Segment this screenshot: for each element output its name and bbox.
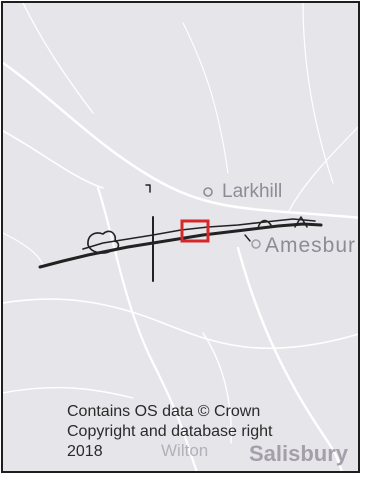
place-label-wilton: Wilton xyxy=(161,441,209,460)
route-track xyxy=(38,184,323,282)
road xyxy=(3,232,44,266)
road xyxy=(236,246,343,471)
attribution-line: 2018 xyxy=(67,443,103,460)
road xyxy=(3,130,104,189)
place-label-larkhill: Larkhill xyxy=(222,181,283,202)
amesbury-marker-icon xyxy=(251,239,261,249)
road xyxy=(3,298,358,349)
place-label-amesbury: Amesbur xyxy=(265,234,357,257)
larkhill-marker-icon xyxy=(203,187,213,197)
route-spur xyxy=(294,216,308,228)
route-line xyxy=(38,222,323,269)
route-spur xyxy=(257,219,272,229)
route-spur xyxy=(145,184,151,193)
attribution-line: Copyright and database right xyxy=(67,423,273,440)
road xyxy=(202,332,232,444)
road xyxy=(302,3,334,184)
road xyxy=(287,126,358,214)
route-spur xyxy=(244,234,251,242)
road xyxy=(3,386,134,399)
road xyxy=(3,61,358,219)
place-label-salisbury: Salisbury xyxy=(249,441,349,466)
road xyxy=(22,3,94,114)
attribution-line: Contains OS data © Crown xyxy=(67,403,261,420)
map-attribution: Contains OS data © Crown Copyright and d… xyxy=(67,402,347,462)
map-canvas xyxy=(3,3,358,471)
road xyxy=(182,22,229,174)
highlight-box-icon xyxy=(180,219,210,243)
map-frame: Larkhill Amesbur Wilton Salisbury Contai… xyxy=(1,1,360,473)
route-loop xyxy=(87,230,120,254)
